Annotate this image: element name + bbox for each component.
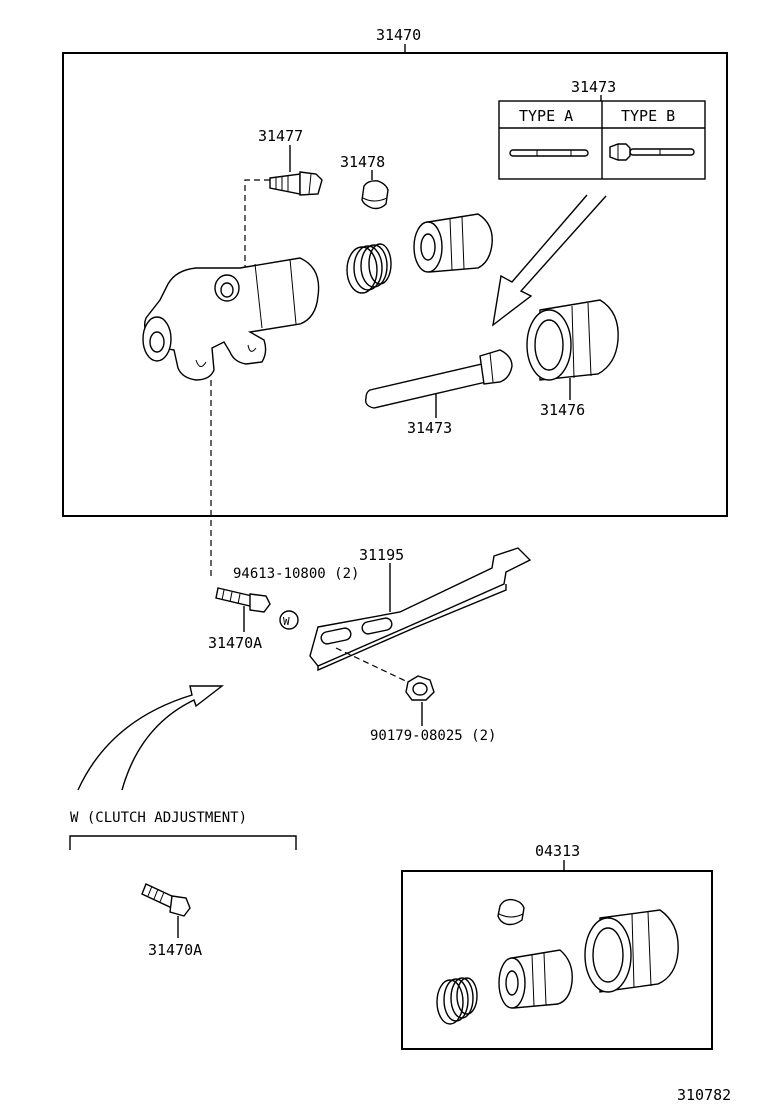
rod-type-table: 31473 TYPE A TYPE B — [498, 78, 706, 180]
w-mark-circle — [279, 610, 299, 630]
kit-piston — [498, 949, 573, 1009]
bleeder-label: 31477 — [258, 127, 303, 145]
bolt-a-bottom-label: 31470A — [148, 941, 202, 959]
diagram-number: 310782 — [677, 1086, 731, 1104]
nut-part-label: 90179-08025 (2) — [370, 728, 496, 744]
assembly-label: 31470 — [376, 26, 421, 44]
type-a-rod-icon — [509, 149, 589, 157]
push-rod: 31473 — [364, 349, 513, 437]
bracket-label: 31195 — [359, 546, 404, 564]
type-b-label: TYPE B — [621, 107, 675, 125]
rod-type-label: 31473 — [571, 78, 616, 96]
assembly-box — [62, 52, 728, 517]
type-b-rod-icon — [609, 143, 695, 161]
direction-arrow-top — [492, 194, 607, 327]
nut: 90179-08025 (2) — [370, 675, 496, 744]
spring — [346, 243, 392, 294]
kit-label: 04313 — [535, 842, 580, 860]
bracket: 31195 — [309, 546, 532, 672]
boot-label: 31476 — [540, 401, 585, 419]
direction-arrow-curve — [77, 685, 225, 791]
bolt-a-label: 31470A — [208, 634, 262, 652]
boot: 31476 — [526, 299, 619, 419]
type-a-label: TYPE A — [519, 107, 573, 125]
kit-box — [401, 870, 713, 1050]
cylinder-body — [142, 257, 320, 381]
piston — [413, 213, 493, 273]
push-rod-label: 31473 — [407, 419, 452, 437]
kit-cap — [497, 898, 525, 926]
kit-group: 04313 — [401, 842, 713, 1050]
bolt-section: 94613-10800 (2) 31470A W — [208, 566, 359, 652]
clutch-adjustment-label: W (CLUTCH ADJUSTMENT) — [70, 810, 247, 826]
kit-spring — [436, 977, 478, 1025]
clutch-adjustment-section: W (CLUTCH ADJUSTMENT) 31470A — [69, 810, 297, 959]
bolt-part-label: 94613-10800 (2) — [233, 566, 359, 582]
bleeder-plug: 31477 — [258, 127, 323, 196]
bleeder-dashline — [244, 179, 270, 268]
kit-boot — [584, 909, 679, 993]
w-mark-label: W — [283, 615, 290, 628]
bleeder-cap: 31478 — [340, 153, 389, 210]
cap-label: 31478 — [340, 153, 385, 171]
clutch-adjustment-bracket — [69, 835, 297, 850]
assembly-group: 31470 — [62, 26, 728, 517]
nut-dashline — [335, 647, 413, 685]
